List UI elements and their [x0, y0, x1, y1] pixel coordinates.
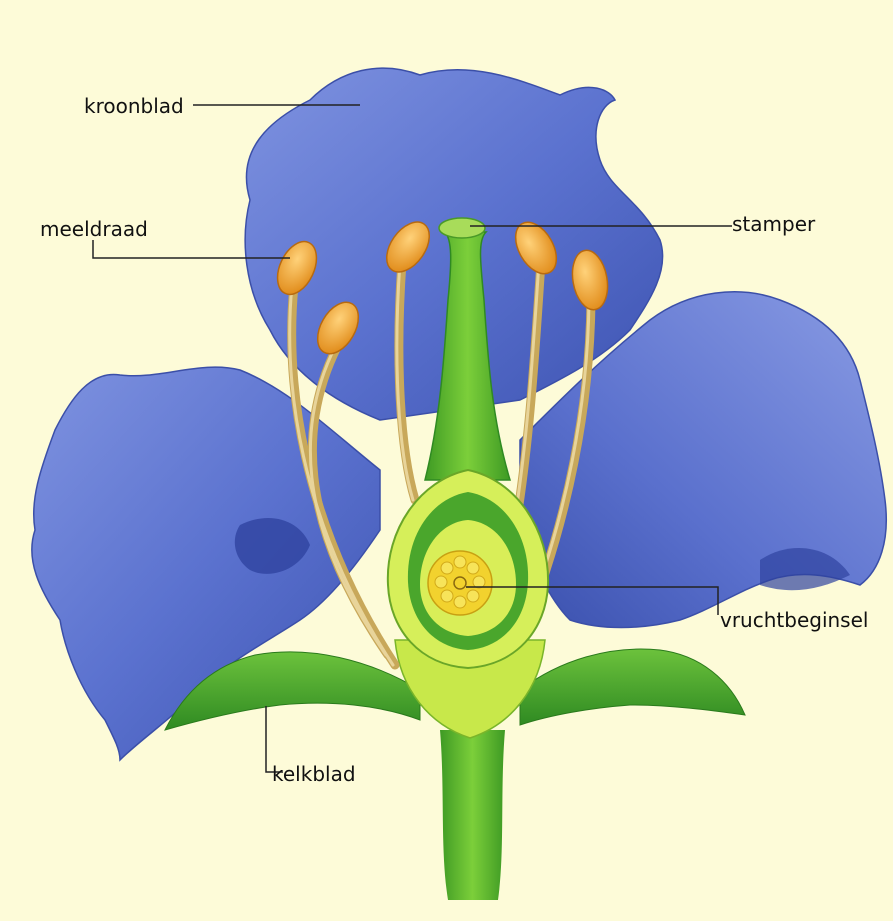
- label-kroonblad: kroonblad: [84, 94, 184, 118]
- label-vruchtbeginsel: vruchtbeginsel: [720, 608, 868, 632]
- sepal-right: [520, 649, 745, 725]
- stigma: [439, 218, 485, 238]
- label-kelkblad: kelkblad: [272, 762, 356, 786]
- label-stamper: stamper: [732, 212, 815, 236]
- label-meeldraad: meeldraad: [40, 217, 148, 241]
- stem: [440, 730, 505, 900]
